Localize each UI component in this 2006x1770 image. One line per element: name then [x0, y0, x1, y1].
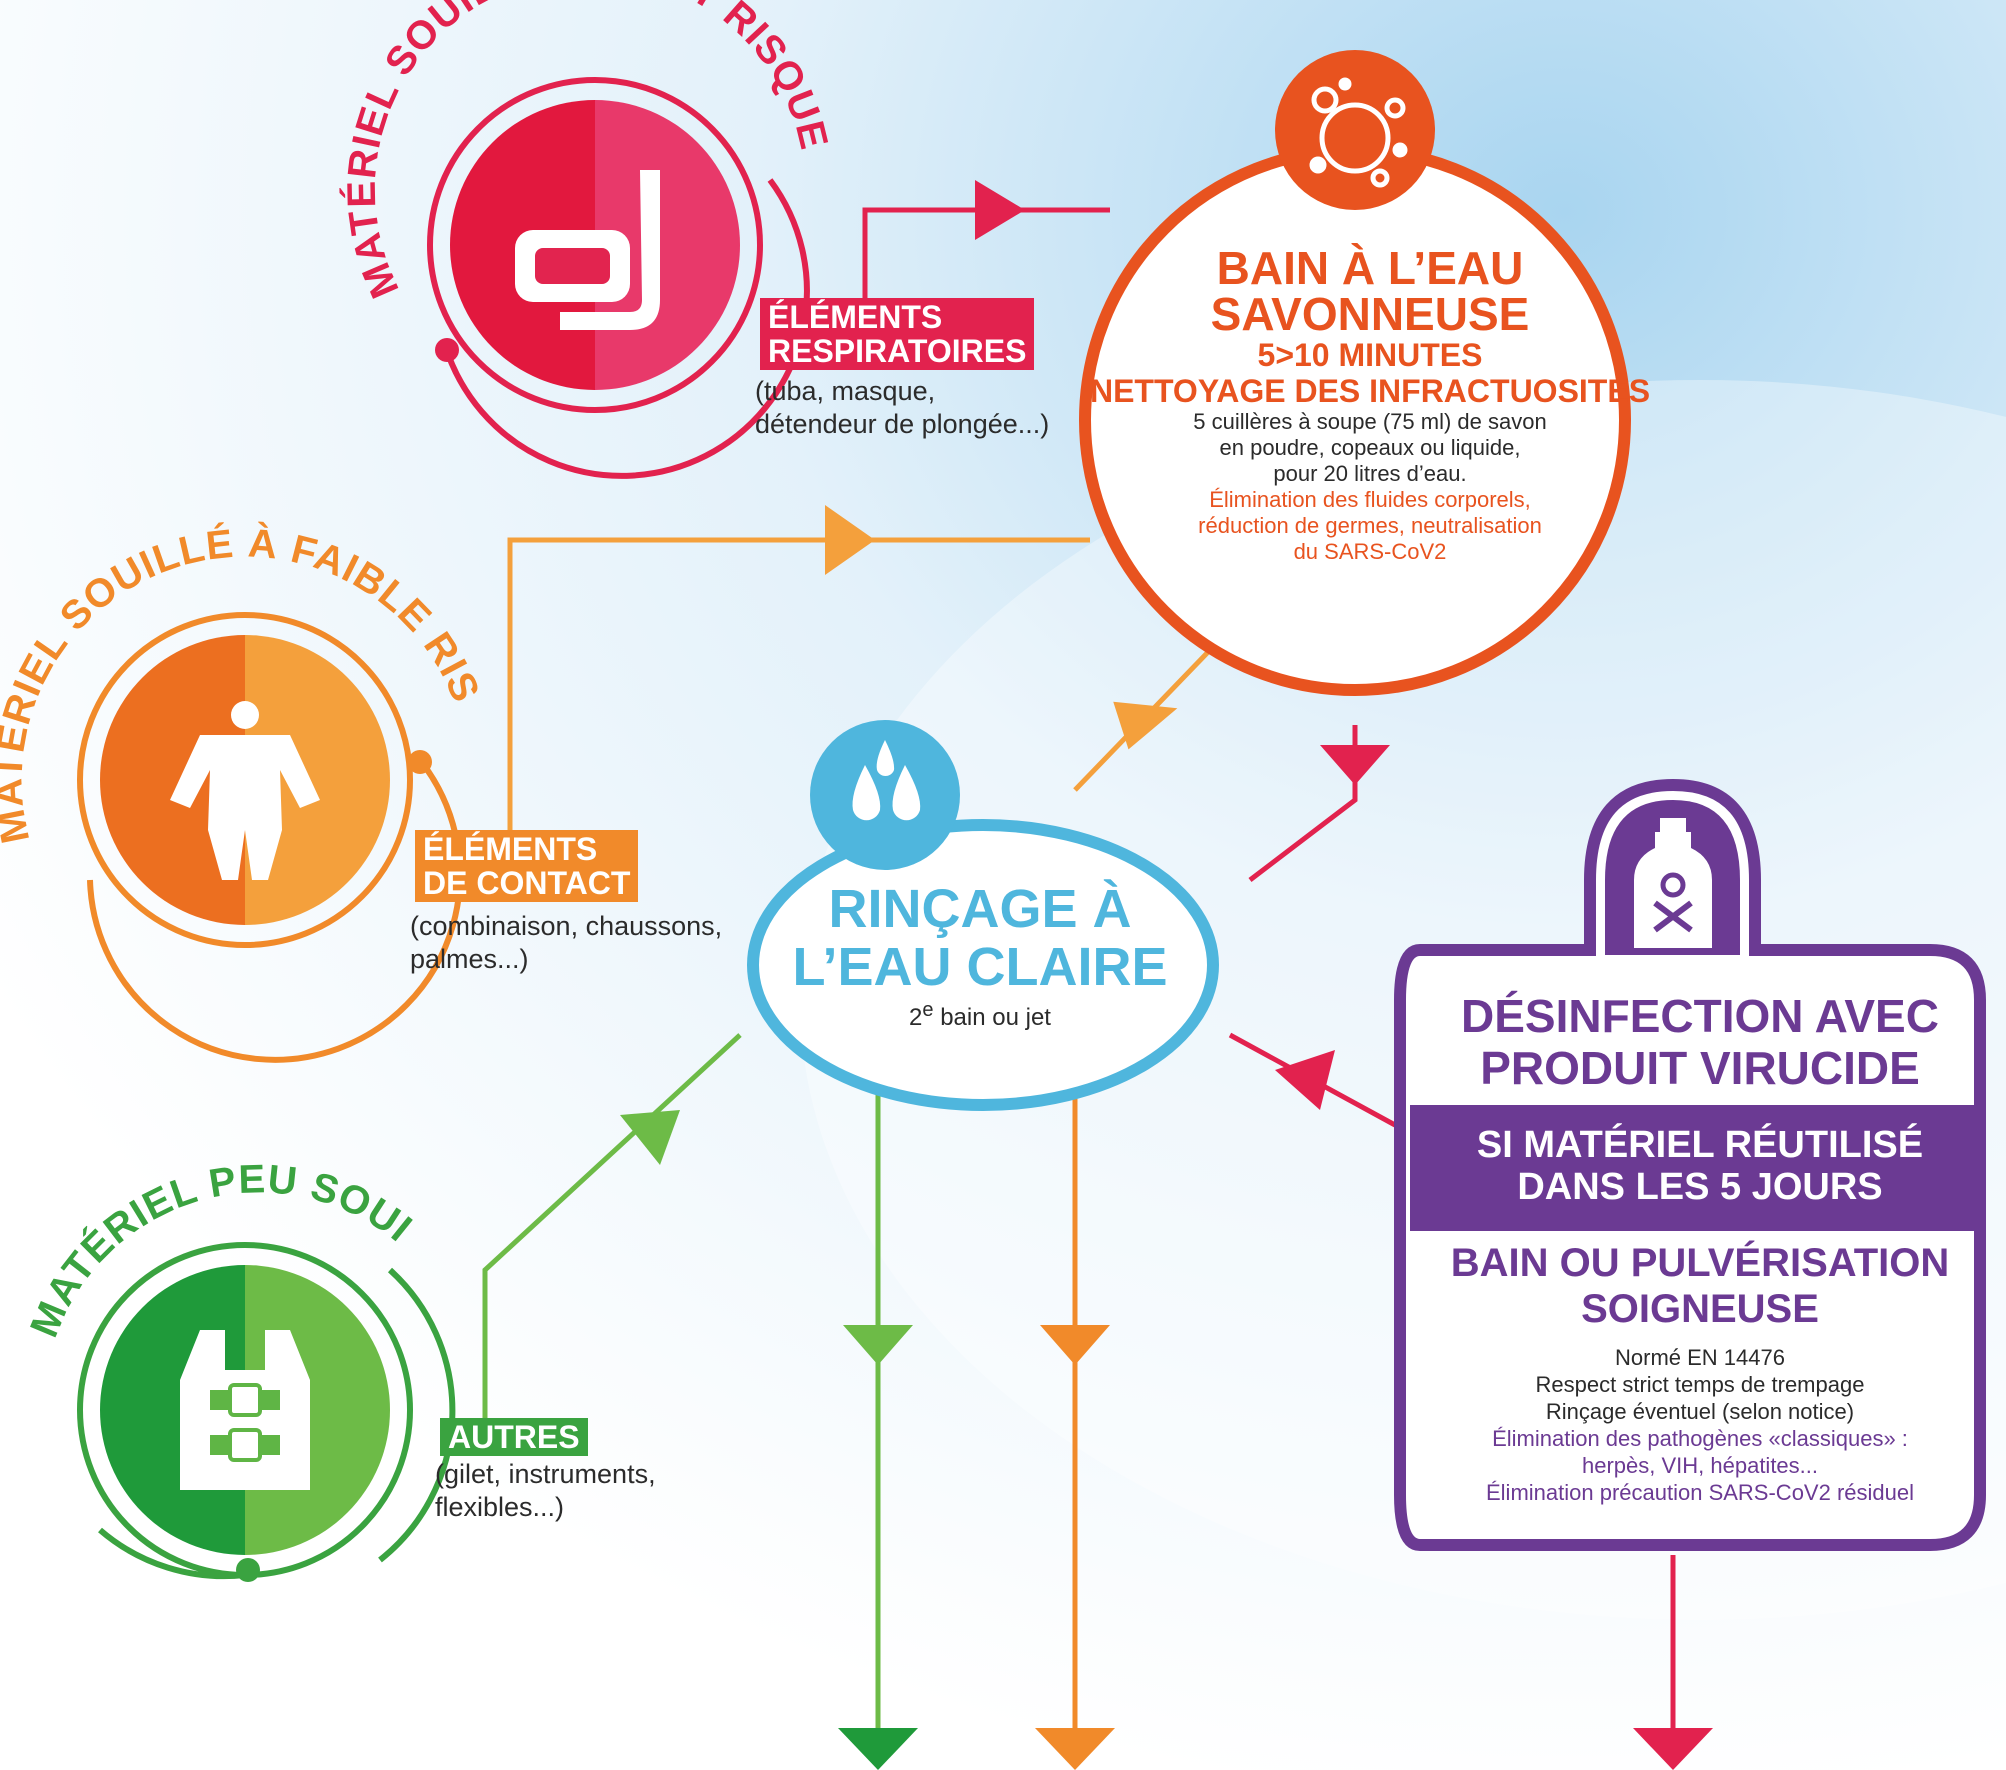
arrow-diag-orange	[1113, 701, 1178, 750]
water-drops-icon	[852, 740, 921, 821]
node-bath	[1079, 50, 1631, 696]
snorkel-mask-icon	[515, 170, 660, 330]
high-arc-dot	[435, 338, 459, 362]
arrow-down-red-bath	[1320, 745, 1390, 785]
connector-low-to-bath	[507, 537, 1090, 830]
low-arc-dot	[408, 750, 432, 774]
high-outer-arc	[442, 178, 810, 479]
node-disinfect	[1394, 778, 1986, 1551]
arrow-down-green-mid	[843, 1325, 913, 1365]
arrow-down-orange-end	[1035, 1728, 1115, 1770]
wetsuit-icon	[170, 701, 320, 880]
arrow-down-orange-mid	[1040, 1325, 1110, 1365]
rinse-icon-disc	[810, 720, 960, 870]
arrow-right-orange	[825, 505, 875, 575]
bath-circle	[1079, 144, 1631, 696]
disinfect-band	[1410, 1105, 1974, 1231]
high-outer-ring	[427, 77, 763, 413]
arrowheads	[620, 180, 1713, 1770]
lightly-outer-arc-right	[378, 1267, 456, 1563]
toxic-bottle-icon	[1634, 818, 1712, 948]
connectors	[482, 207, 1676, 1740]
arrow-right-red	[975, 180, 1025, 240]
arrow-diag-green	[620, 1110, 680, 1165]
lightly-outer-arc-bottom	[98, 1527, 246, 1580]
lightly-arc-dot	[236, 1558, 260, 1582]
bath-icon-disc	[1275, 50, 1435, 210]
arrow-down-red-end	[1633, 1728, 1713, 1770]
life-vest-icon	[180, 1330, 310, 1490]
low-outer-ring	[77, 612, 413, 948]
node-rinse	[747, 720, 1219, 1111]
soap-bubbles-icon	[1309, 77, 1408, 188]
connector-high-to-bath	[862, 207, 1110, 300]
arrow-diag-red	[1275, 1050, 1335, 1110]
rinse-ellipse	[747, 819, 1219, 1111]
arrow-down-green-end	[838, 1728, 918, 1770]
